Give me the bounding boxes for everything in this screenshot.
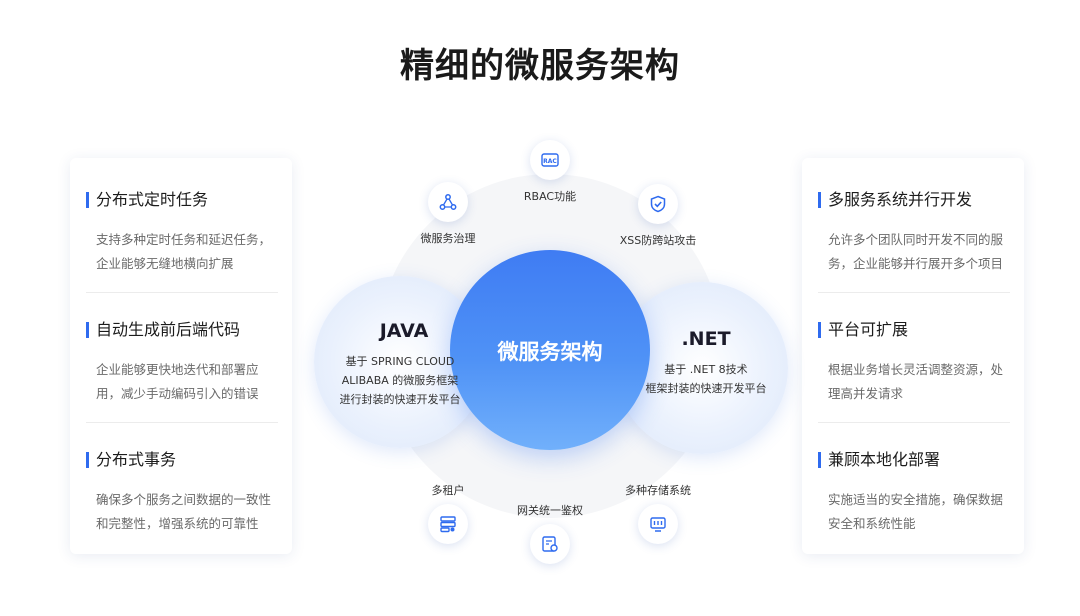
center-label: 微服务架构	[497, 340, 603, 364]
feature-desc-line: 根据业务增长灵活调整资源，处	[828, 362, 1004, 377]
divider	[818, 422, 1010, 423]
net-title: .NET	[681, 328, 731, 350]
divider	[86, 422, 278, 423]
node-label-tenant: 多租户	[431, 484, 465, 497]
node-label-storage: 多种存储系统	[625, 484, 691, 497]
feature-desc: 支持多种定时任务和延迟任务， 企业能够无缝地横向扩展	[86, 228, 278, 276]
feature-title: 平台可扩展	[818, 320, 1010, 340]
feature-desc-line: 支持多种定时任务和延迟任务，	[96, 232, 272, 247]
page-title: 精细的微服务架构	[400, 46, 680, 86]
center-circle	[450, 250, 650, 450]
feature-desc: 实施适当的安全措施，确保数据 安全和系统性能	[818, 488, 1010, 536]
divider	[818, 292, 1010, 293]
feature-title: 自动生成前后端代码	[86, 320, 278, 340]
java-desc-line: 进行封装的快速开发平台	[339, 393, 461, 406]
feature-desc-line: 用，减少手动编码引入的错误	[96, 386, 259, 401]
java-title: JAVA	[379, 320, 429, 342]
feature-desc-line: 和完整性，增强系统的可靠性	[96, 516, 259, 531]
java-desc-line: ALIBABA 的微服务框架	[341, 374, 459, 387]
node-rbac: RAC	[530, 140, 570, 180]
net-desc-line: 框架封装的快速开发平台	[645, 382, 767, 395]
divider	[86, 292, 278, 293]
feature-platform-extensible: 平台可扩展 根据业务增长灵活调整资源，处 理高并发请求	[818, 320, 1010, 406]
feature-title: 多服务系统并行开发	[818, 190, 1010, 210]
feature-desc: 确保多个服务之间数据的一致性 和完整性，增强系统的可靠性	[86, 488, 278, 536]
node-label-gateway: 网关统一鉴权	[517, 504, 583, 517]
net-desc-line: 基于 .NET 8技术	[664, 363, 748, 376]
java-desc: 基于 SPRING CLOUD ALIBABA 的微服务框架 进行封装的快速开发…	[314, 352, 486, 409]
feature-distributed-scheduled-tasks: 分布式定时任务 支持多种定时任务和延迟任务， 企业能够无缝地横向扩展	[86, 190, 278, 276]
feature-desc-line: 理高并发请求	[828, 386, 904, 401]
feature-title: 分布式定时任务	[86, 190, 278, 210]
node-label-rbac: RBAC功能	[523, 190, 577, 203]
rbac-icon: RAC	[541, 153, 559, 167]
feature-desc-line: 企业能够无缝地横向扩展	[96, 256, 234, 271]
feature-local-deployment: 兼顾本地化部署 实施适当的安全措施，确保数据 安全和系统性能	[818, 450, 1010, 536]
feature-code-generation: 自动生成前后端代码 企业能够更快地迭代和部署应 用，减少手动编码引入的错误	[86, 320, 278, 406]
net-desc: 基于 .NET 8技术 框架封装的快速开发平台	[626, 360, 786, 398]
node-governance	[428, 182, 468, 222]
node-gateway	[530, 524, 570, 564]
feature-desc-line: 允许多个团队同时开发不同的服	[828, 232, 1004, 247]
feature-title: 分布式事务	[86, 450, 278, 470]
feature-title: 兼顾本地化部署	[818, 450, 1010, 470]
gateway-auth-icon	[542, 536, 558, 552]
svg-text:RAC: RAC	[543, 158, 557, 165]
node-label-governance: 微服务治理	[420, 232, 476, 245]
feature-desc: 企业能够更快地迭代和部署应 用，减少手动编码引入的错误	[86, 358, 278, 406]
architecture-diagram: 微服务架构 JAVA 基于 SPRING CLOUD ALIBABA 的微服务框…	[300, 130, 800, 600]
feature-desc-line: 务，企业能够并行展开多个项目	[828, 256, 1004, 271]
feature-distributed-transaction: 分布式事务 确保多个服务之间数据的一致性 和完整性，增强系统的可靠性	[86, 450, 278, 536]
right-feature-card: 多服务系统并行开发 允许多个团队同时开发不同的服 务，企业能够并行展开多个项目 …	[802, 158, 1024, 554]
feature-desc: 根据业务增长灵活调整资源，处 理高并发请求	[818, 358, 1010, 406]
network-nodes-icon	[439, 194, 457, 210]
feature-desc-line: 实施适当的安全措施，确保数据	[828, 492, 1004, 507]
left-feature-card: 分布式定时任务 支持多种定时任务和延迟任务， 企业能够无缝地横向扩展 自动生成前…	[70, 158, 292, 554]
java-desc-line: 基于 SPRING CLOUD	[345, 355, 455, 368]
node-xss	[638, 184, 678, 224]
storage-icon	[650, 517, 666, 532]
tenant-icon	[440, 516, 456, 533]
feature-parallel-development: 多服务系统并行开发 允许多个团队同时开发不同的服 务，企业能够并行展开多个项目	[818, 190, 1010, 276]
node-tenant	[428, 504, 468, 544]
feature-desc: 允许多个团队同时开发不同的服 务，企业能够并行展开多个项目	[818, 228, 1010, 276]
node-label-xss: XSS防跨站攻击	[619, 234, 697, 247]
feature-desc-line: 确保多个服务之间数据的一致性	[96, 492, 272, 507]
node-storage	[638, 504, 678, 544]
feature-desc-line: 企业能够更快地迭代和部署应	[96, 362, 259, 377]
feature-desc-line: 安全和系统性能	[828, 516, 916, 531]
shield-check-icon	[650, 195, 666, 213]
